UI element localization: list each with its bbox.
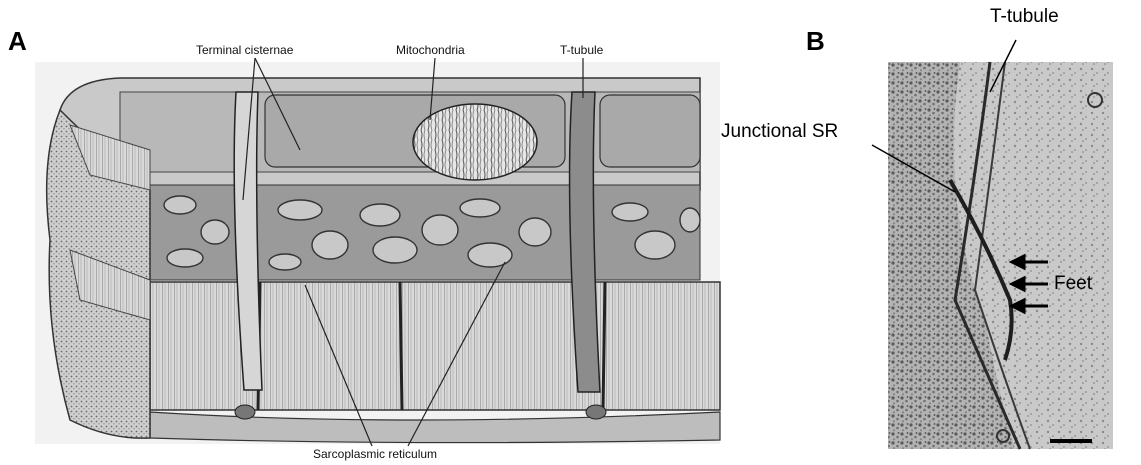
label-terminal-cisternae: Terminal cisternae bbox=[196, 43, 293, 57]
label-feet: Feet bbox=[1054, 273, 1092, 295]
scale-bar bbox=[1050, 439, 1092, 443]
panel-a-letter: A bbox=[8, 26, 27, 57]
label-junctional-sr: Junctional SR bbox=[721, 121, 838, 143]
label-t-tubule-b: T-tubule bbox=[990, 6, 1059, 28]
muscle-fiber-illustration bbox=[35, 62, 720, 444]
panel-b-letter: B bbox=[806, 26, 825, 57]
label-t-tubule-a: T-tubule bbox=[560, 43, 603, 57]
label-sarcoplasmic-reticulum: Sarcoplasmic reticulum bbox=[313, 447, 437, 461]
electron-micrograph bbox=[888, 62, 1113, 449]
label-mitochondria: Mitochondria bbox=[396, 43, 465, 57]
